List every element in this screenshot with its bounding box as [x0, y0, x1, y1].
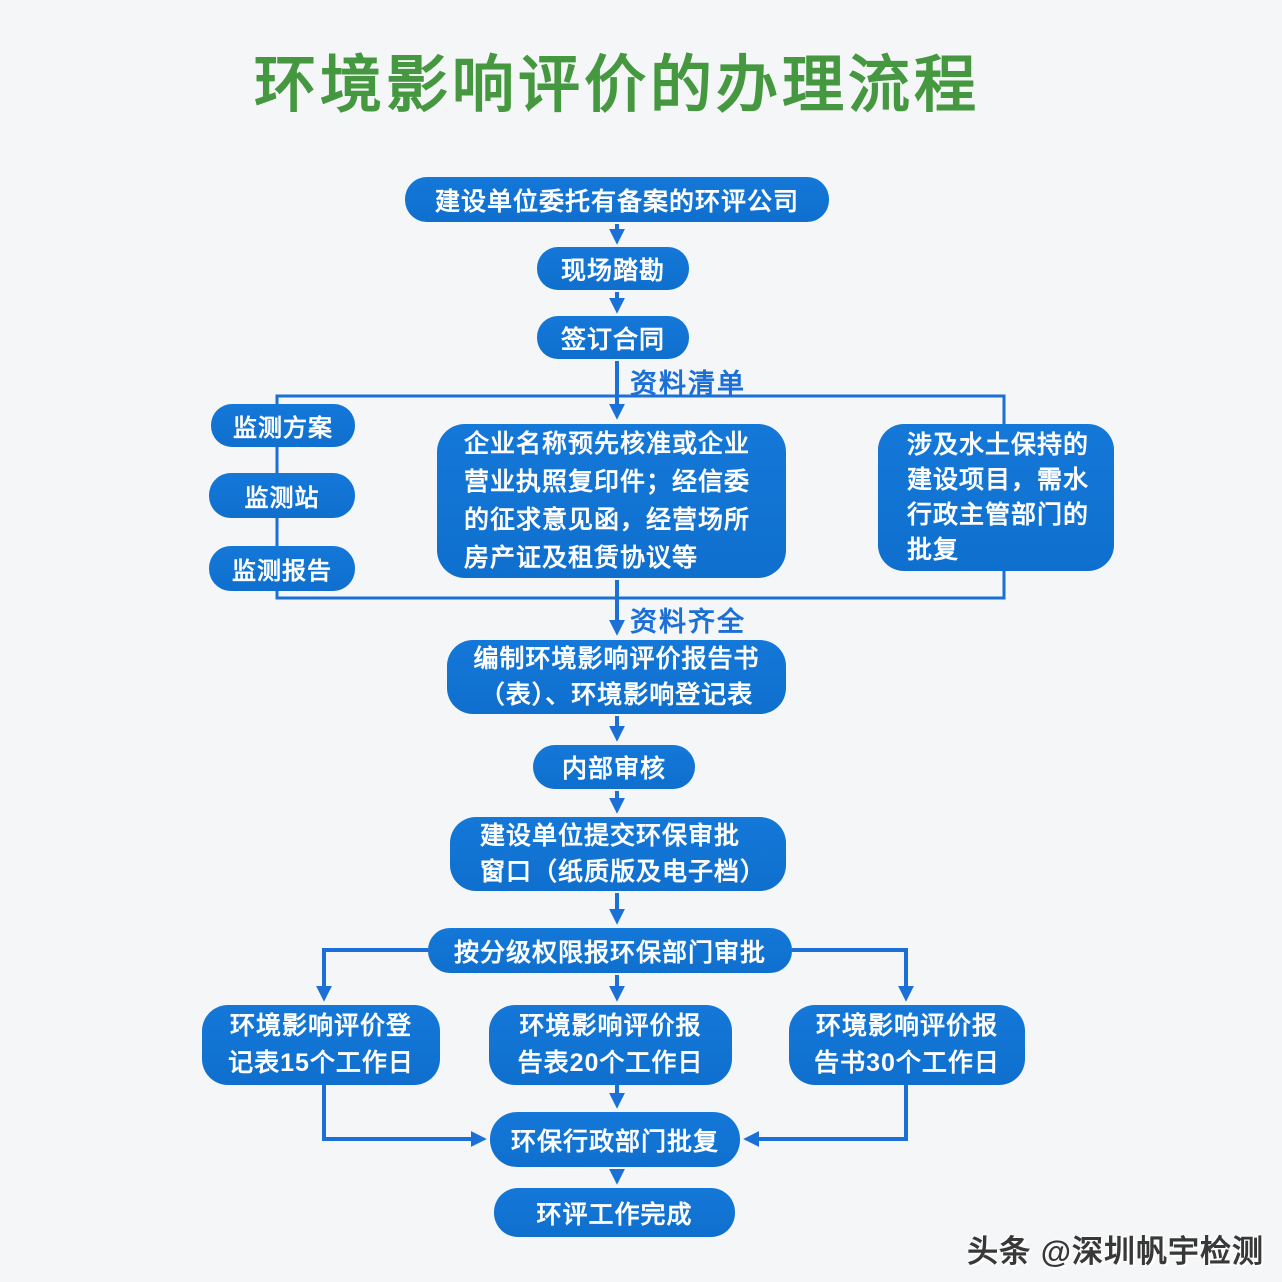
text-line: （表）、环境影响登记表 — [479, 681, 754, 709]
text-line: 企业名称预先核准或企业 — [464, 430, 751, 458]
node-commission-eia-company: 建设单位委托有备案的环评公司 — [405, 177, 829, 222]
text-line: 的征求意见函，经营场所 — [464, 506, 751, 534]
label-materials-complete: 资料齐全 — [630, 607, 746, 637]
text-line: 环境影响评价登 — [229, 1012, 412, 1040]
node-enterprise-materials: 企业名称预先核准或企业 营业执照复印件；经信委 的征求意见函，经营场所 房产证及… — [437, 424, 786, 578]
text-line: 建设单位提交环保审批 — [480, 822, 741, 850]
text-line: 窗口（纸质版及电子档） — [480, 858, 767, 886]
text-line: 编制环境影响评价报告书 — [473, 645, 760, 673]
node-internal-review: 内部审核 — [533, 745, 695, 789]
node-site-survey: 现场踏勘 — [537, 247, 689, 290]
node-submit-approval-window: 建设单位提交环保审批 窗口（纸质版及电子档） — [450, 817, 786, 891]
label-materials-list: 资料清单 — [630, 369, 746, 399]
text-line: 记表15个工作日 — [228, 1049, 414, 1077]
text-line: 行政主管部门的 — [907, 500, 1090, 529]
text-line: 告表20个工作日 — [517, 1049, 704, 1077]
node-report-book-30-days: 环境影响评价报 告书30个工作日 — [789, 1005, 1025, 1085]
node-water-conservation: 涉及水土保持的 建设项目，需水 行政主管部门的 批复 — [878, 424, 1114, 571]
node-epa-approval-reply: 环保行政部门批复 — [490, 1112, 740, 1167]
node-compile-eia-report: 编制环境影响评价报告书 （表）、环境影响登记表 — [447, 640, 786, 714]
node-sign-contract: 签订合同 — [537, 316, 689, 359]
node-monitoring-plan: 监测方案 — [211, 404, 355, 447]
text-line: 建设项目，需水 — [907, 465, 1090, 494]
text-line: 环境影响评价报 — [815, 1012, 998, 1040]
node-report-form-20-days: 环境影响评价报 告表20个工作日 — [489, 1005, 732, 1085]
text-line: 环境影响评价报 — [519, 1012, 702, 1040]
node-graded-authority-approval: 按分级权限报环保部门审批 — [428, 928, 792, 973]
node-registration-form-15-days: 环境影响评价登 记表15个工作日 — [202, 1005, 440, 1085]
node-eia-work-complete: 环评工作完成 — [494, 1188, 735, 1237]
text-line: 告书30个工作日 — [814, 1049, 1000, 1077]
page-title: 环境影响评价的办理流程 — [253, 51, 981, 120]
text-line: 批复 — [907, 535, 960, 564]
node-monitoring-station: 监测站 — [209, 473, 355, 518]
text-line: 涉及水土保持的 — [907, 430, 1090, 459]
toutiao-watermark: 头条 @深圳帆宇检测 — [967, 1234, 1264, 1269]
node-monitoring-report: 监测报告 — [209, 546, 355, 591]
text-line: 营业执照复印件；经信委 — [464, 468, 751, 496]
text-line: 房产证及租赁协议等 — [464, 544, 699, 572]
